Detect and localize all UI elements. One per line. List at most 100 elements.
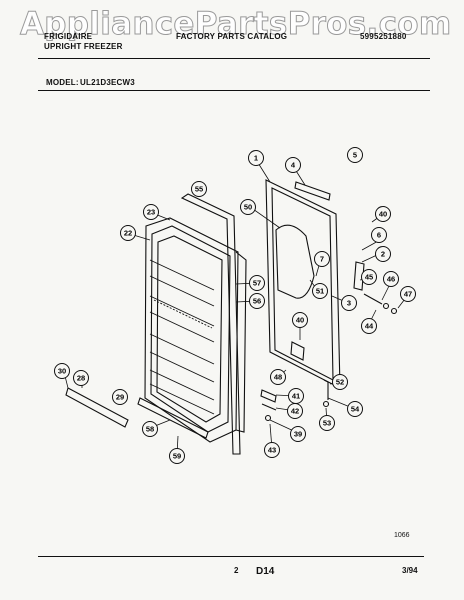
callout-59: 59 xyxy=(169,448,185,464)
vent-box xyxy=(290,341,305,361)
callout-circle xyxy=(347,401,363,417)
callout-number: 48 xyxy=(274,373,282,382)
callout-circle xyxy=(240,199,256,215)
callout-number: 43 xyxy=(268,446,276,455)
callout-number: 52 xyxy=(336,378,344,387)
revision-date: 3/94 xyxy=(402,566,418,575)
callout-circle xyxy=(292,312,308,328)
callout-number: 4 xyxy=(291,161,296,170)
callout-3: 3 xyxy=(341,295,357,311)
callout-number: 29 xyxy=(116,393,124,402)
callout-52: 52 xyxy=(332,374,348,390)
callout-2: 2 xyxy=(375,246,391,262)
callout-circle xyxy=(73,370,89,386)
page-number: 2 xyxy=(234,566,239,575)
catalog-number: 5995251880 xyxy=(360,32,407,41)
callout-number: 51 xyxy=(316,287,324,296)
callout-57: 57 xyxy=(249,275,265,291)
callout-47: 47 xyxy=(400,286,416,302)
callout-51: 51 xyxy=(312,283,328,299)
callout-circle xyxy=(332,374,348,390)
callout-circle xyxy=(361,318,377,334)
callout-23: 23 xyxy=(143,204,159,220)
callout-4: 4 xyxy=(285,157,301,173)
callout-58: 58 xyxy=(142,421,158,437)
callout-number: 57 xyxy=(253,279,261,288)
callout-30: 30 xyxy=(54,363,70,379)
callout-number: 55 xyxy=(195,185,203,194)
callout-circle xyxy=(270,369,286,385)
callout-circle xyxy=(191,181,207,197)
footer-rule xyxy=(38,556,424,557)
callout-44: 44 xyxy=(361,318,377,334)
door-shelves xyxy=(149,259,215,415)
callout-circle xyxy=(314,251,330,267)
top-bracket xyxy=(294,181,331,201)
callout-number: 58 xyxy=(146,425,154,434)
callout-number: 41 xyxy=(292,392,300,401)
callout-circle xyxy=(312,283,328,299)
callout-circle xyxy=(120,225,136,241)
callout-circle xyxy=(400,286,416,302)
callout-number: 47 xyxy=(404,290,412,299)
callout-circle xyxy=(341,295,357,311)
callout-6: 6 xyxy=(371,227,387,243)
callout-41: 41 xyxy=(288,388,304,404)
model-label: MODEL: xyxy=(46,78,79,87)
callout-54: 54 xyxy=(347,401,363,417)
callout-circle xyxy=(248,150,264,166)
callout-circle xyxy=(287,403,303,419)
insulation-panel xyxy=(275,224,315,299)
watermark-logo: AppliancePartsPros.com xyxy=(20,6,452,43)
callout-circle xyxy=(249,275,265,291)
callout-40: 40 xyxy=(292,312,308,328)
callout-number: 1 xyxy=(254,154,258,163)
callout-circle xyxy=(383,271,399,287)
callout-circle xyxy=(285,157,301,173)
callout-circle xyxy=(375,246,391,262)
header-rule-bottom xyxy=(38,90,430,91)
callout-circle xyxy=(142,421,158,437)
callout-circle xyxy=(264,442,280,458)
callout-circle xyxy=(290,426,306,442)
model-number: UL21D3ECW3 xyxy=(80,78,135,87)
callout-circle xyxy=(375,206,391,222)
callout-circle xyxy=(371,227,387,243)
callout-number: 40 xyxy=(296,316,304,325)
header-rule-top xyxy=(38,58,430,59)
callout-number: 56 xyxy=(253,297,261,306)
callout-circle xyxy=(249,293,265,309)
callout-number: 3 xyxy=(347,299,351,308)
callout-number: 39 xyxy=(294,430,302,439)
callout-40: 40 xyxy=(375,206,391,222)
callout-circle xyxy=(319,415,335,431)
callout-number: 40 xyxy=(379,210,387,219)
kickplate xyxy=(65,387,129,428)
callout-number: 42 xyxy=(291,407,299,416)
callout-number: 7 xyxy=(320,255,324,264)
callout-1: 1 xyxy=(248,150,264,166)
bottom-trim xyxy=(137,397,209,439)
callout-55: 55 xyxy=(191,181,207,197)
brand-name: FRIGIDAIRE xyxy=(44,32,93,41)
door-liner xyxy=(144,217,239,443)
callout-number: 23 xyxy=(147,208,155,217)
callout-45: 45 xyxy=(361,269,377,285)
callout-circle xyxy=(54,363,70,379)
callout-number: 28 xyxy=(77,374,85,383)
door-edge xyxy=(235,251,247,433)
product-name: UPRIGHT FREEZER xyxy=(44,42,123,51)
drawing-code: 1066 xyxy=(394,532,410,539)
callout-56: 56 xyxy=(249,293,265,309)
callout-circle xyxy=(169,448,185,464)
callout-42: 42 xyxy=(287,403,303,419)
callout-number: 5 xyxy=(353,151,357,160)
callout-circle xyxy=(143,204,159,220)
callout-number: 59 xyxy=(173,452,181,461)
callout-number: 50 xyxy=(244,203,252,212)
callout-circle xyxy=(361,269,377,285)
callout-29: 29 xyxy=(112,389,128,405)
bottom-hinge-parts xyxy=(260,379,330,422)
